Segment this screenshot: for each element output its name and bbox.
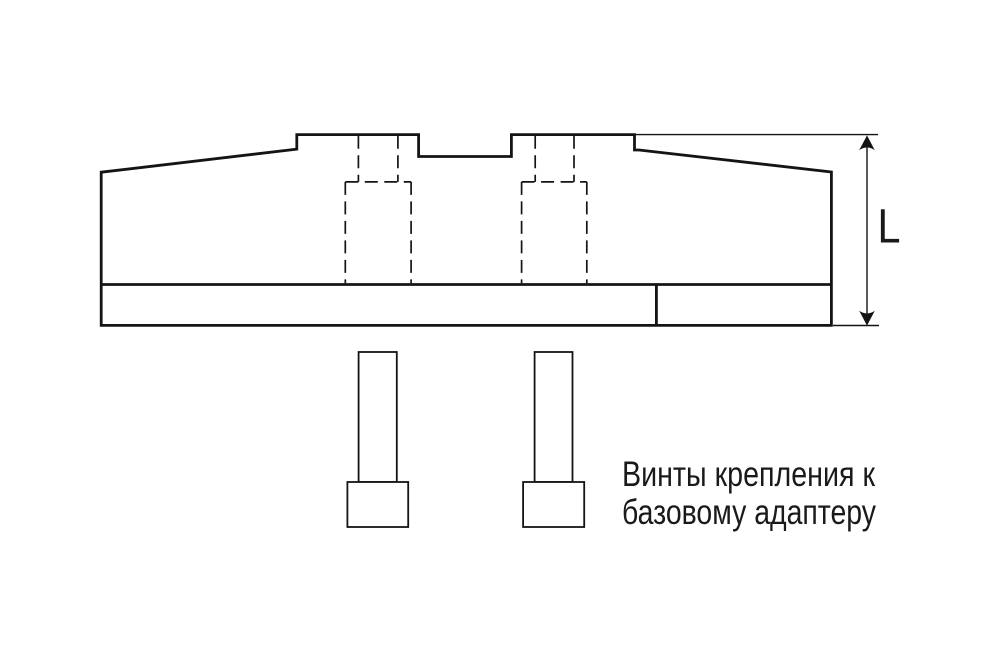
svg-text:базовому адаптеру: базовому адаптеру xyxy=(622,492,876,532)
svg-text:Винты крепления к: Винты крепления к xyxy=(622,454,875,494)
svg-text:L: L xyxy=(878,199,901,253)
